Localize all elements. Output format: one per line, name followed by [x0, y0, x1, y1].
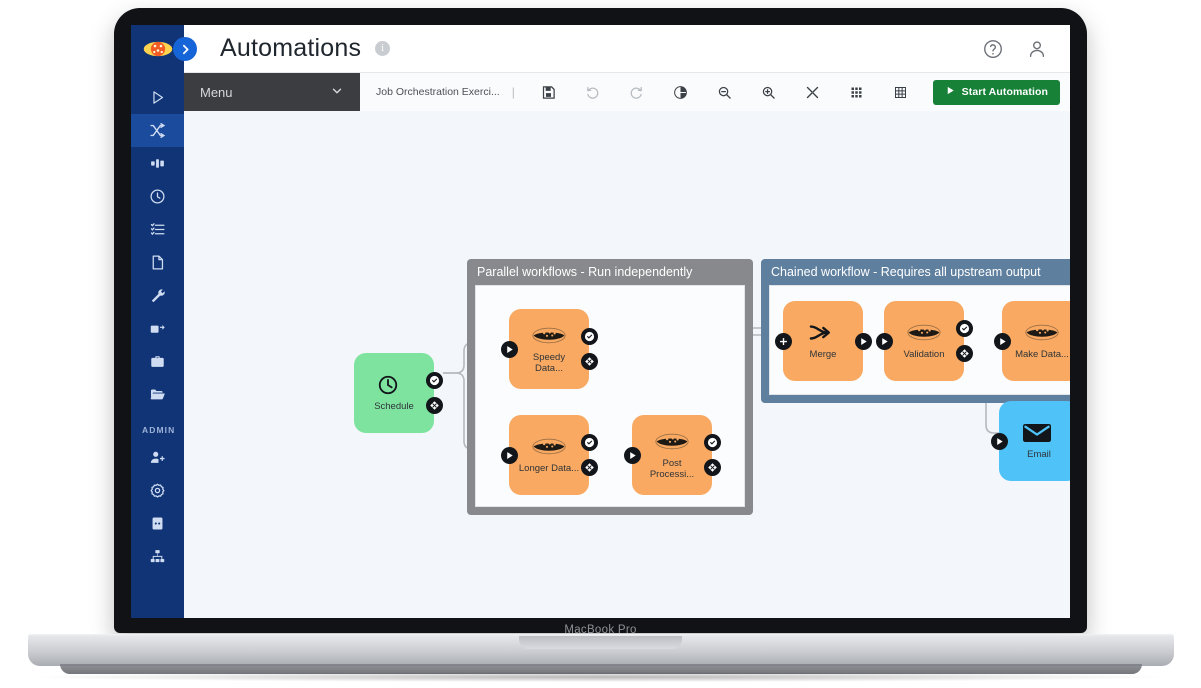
port-error[interactable] [955, 345, 973, 362]
alteryx-icon [532, 436, 566, 458]
page-title: Automations [220, 34, 362, 62]
port-success[interactable] [425, 372, 443, 389]
port-success[interactable] [580, 434, 598, 451]
zoom-in-button[interactable] [747, 73, 791, 111]
port-merge-input[interactable] [774, 332, 792, 350]
undo-button[interactable] [571, 73, 615, 111]
play-icon [945, 85, 956, 99]
node-validation-label: Validation [903, 349, 945, 360]
sidebar-item-server-icon[interactable] [131, 507, 184, 540]
port-output[interactable] [854, 332, 872, 350]
merge-arrow-icon [806, 322, 840, 344]
node-post-processing[interactable]: Post Processi... [623, 415, 721, 495]
alteryx-icon [1025, 322, 1059, 344]
port-success[interactable] [955, 320, 973, 337]
brand-block [131, 25, 184, 73]
workflow-canvas[interactable]: Parallel workflows - Run independently C… [184, 111, 1070, 618]
port-error[interactable] [580, 459, 598, 476]
fit-screen-button[interactable] [791, 73, 835, 111]
laptop-foot [60, 664, 1142, 674]
globe-button[interactable] [659, 73, 703, 111]
node-email[interactable]: Email [990, 401, 1070, 481]
save-button[interactable] [527, 73, 571, 111]
sidebar-item-org-chart-icon[interactable] [131, 540, 184, 573]
port-success[interactable] [703, 434, 721, 451]
node-schedule-label: Schedule [374, 401, 414, 412]
laptop-shadow [40, 672, 1160, 682]
node-speedy-data[interactable]: Speedy Data... [500, 309, 598, 389]
menu-dropdown-label: Menu [200, 84, 233, 100]
node-longer-data[interactable]: Longer Data... [500, 415, 598, 495]
node-email-label: Email [1027, 449, 1051, 460]
chevron-right-icon[interactable] [173, 37, 197, 61]
sidebar-section-label: ADMIN [142, 425, 176, 435]
port-input[interactable] [990, 432, 1008, 450]
screen-content: Automations i [131, 25, 1070, 618]
sidebar-item-document-icon[interactable] [131, 246, 184, 279]
node-speedy-data-label: Speedy Data... [532, 351, 566, 374]
help-circle-icon[interactable] [982, 38, 1004, 60]
snap-grid-button[interactable] [879, 73, 923, 111]
document-name[interactable]: Job Orchestration Exerci... [376, 86, 500, 98]
toolbar-actions: Job Orchestration Exerci... | [360, 73, 1070, 111]
port-input[interactable] [623, 446, 641, 464]
sidebar-item-play-outline-icon[interactable] [131, 81, 184, 114]
envelope-icon [1022, 422, 1056, 444]
sidebar-item-add-user-icon[interactable] [131, 441, 184, 474]
toolbar-separator: | [511, 85, 515, 99]
sidebar-item-list-checklist-icon[interactable] [131, 213, 184, 246]
alteryx-icon [655, 431, 689, 453]
port-error[interactable] [703, 459, 721, 476]
port-error[interactable] [425, 397, 443, 414]
node-make-data[interactable]: Make Data... [993, 301, 1070, 381]
node-merge-label: Merge [809, 349, 837, 360]
sidebar-item-flow-connector-icon[interactable] [131, 147, 184, 180]
device-label: MacBook Pro [564, 624, 637, 636]
menu-dropdown[interactable]: Menu [184, 73, 360, 111]
port-input[interactable] [500, 340, 518, 358]
start-automation-label: Start Automation [961, 86, 1048, 98]
sidebar-item-folder-open-icon[interactable] [131, 378, 184, 411]
toolbar: Menu Job Orchestration Exerci... | [184, 73, 1070, 111]
group-parallel-title: Parallel workflows - Run independently [477, 265, 693, 279]
sidebar-item-gear-icon[interactable] [131, 474, 184, 507]
zoom-out-button[interactable] [703, 73, 747, 111]
port-input[interactable] [875, 332, 893, 350]
node-longer-data-label: Longer Data... [518, 463, 580, 474]
chevron-down-icon [330, 84, 344, 101]
laptop-notch [519, 636, 682, 649]
port-input[interactable] [993, 332, 1011, 350]
sidebar-item-briefcase-icon[interactable] [131, 345, 184, 378]
node-merge[interactable]: Merge [774, 301, 872, 381]
sidebar: ADMIN [131, 73, 184, 618]
start-automation-button[interactable]: Start Automation [932, 79, 1060, 105]
sidebar-item-workflow-shuffle-icon[interactable] [131, 114, 184, 147]
header-actions [982, 38, 1070, 60]
sidebar-item-wrench-icon[interactable] [131, 279, 184, 312]
group-chained-title: Chained workflow - Requires all upstream… [771, 265, 1041, 279]
node-schedule[interactable]: Schedule [354, 353, 443, 433]
info-icon[interactable]: i [375, 41, 391, 56]
node-post-processing-label: Post Processi... [649, 457, 695, 480]
clock-icon [377, 374, 411, 396]
redo-button[interactable] [615, 73, 659, 111]
node-make-data-label: Make Data... [1015, 349, 1069, 360]
port-input[interactable] [500, 446, 518, 464]
port-success[interactable] [580, 328, 598, 345]
sidebar-item-clock-icon[interactable] [131, 180, 184, 213]
node-validation[interactable]: Validation [875, 301, 973, 381]
alteryx-icon [907, 322, 941, 344]
user-account-icon[interactable] [1026, 38, 1048, 60]
sidebar-item-package-share-icon[interactable] [131, 312, 184, 345]
grid-button[interactable] [835, 73, 879, 111]
app-header: Automations i [131, 25, 1070, 73]
alteryx-icon [532, 325, 566, 347]
brand-logo-icon [143, 39, 173, 59]
port-error[interactable] [580, 353, 598, 370]
